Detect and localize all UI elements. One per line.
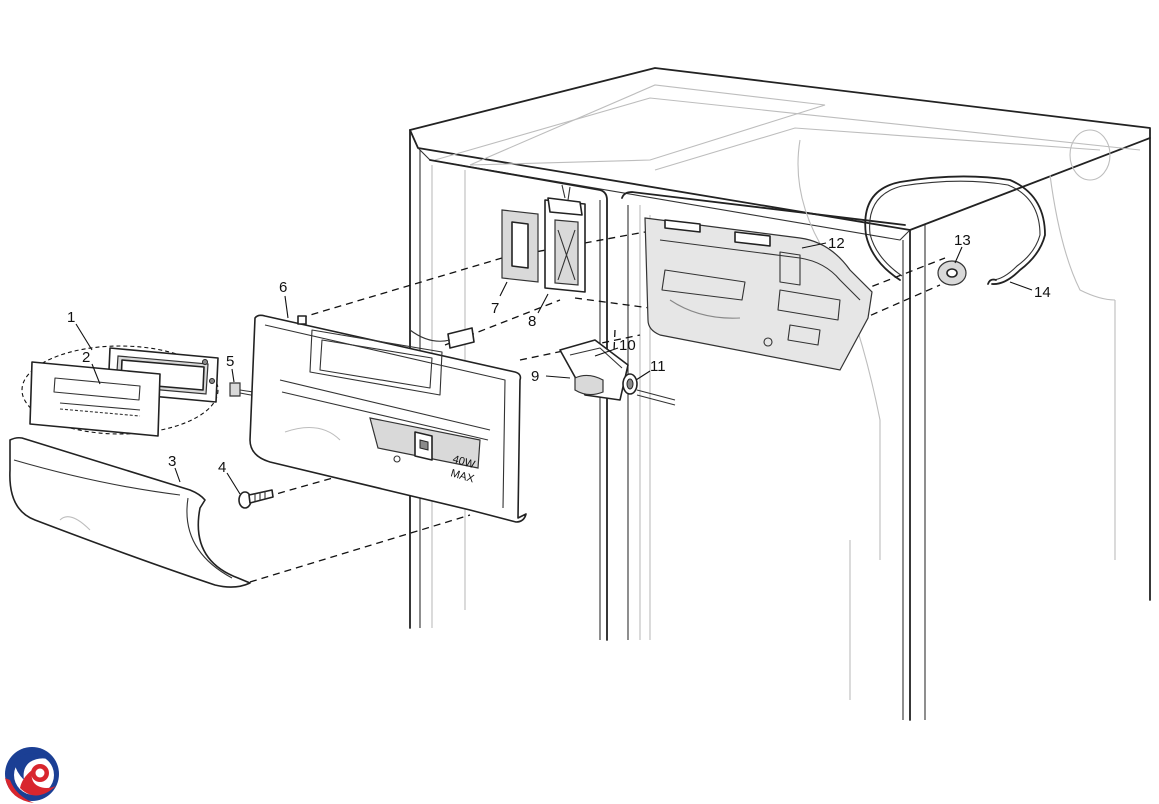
wire-harness [864,175,1046,285]
callout-3: 3 [168,453,176,470]
refrigerator-cabinet [409,67,1151,721]
callout-13: 13 [954,232,971,249]
callout-11: 11 [650,358,666,375]
callout-2: 2 [82,349,90,366]
callout-10: 10 [619,337,636,354]
door-switch [544,184,586,293]
sensor-gasket [501,209,539,283]
lamp-socket-assembly [559,339,676,406]
grommet-washer [937,260,967,286]
mounting-screw [238,489,274,509]
callout-labels: 1 2 3 4 5 6 7 8 9 10 11 12 13 14 [67,232,1051,476]
callout-6: 6 [279,279,287,296]
callout-12: 12 [828,235,845,252]
callout-5: 5 [226,353,234,370]
callout-4: 4 [218,459,226,476]
callout-9: 9 [531,368,539,385]
display-bezel-assembly [21,345,219,437]
callout-8: 8 [528,313,536,330]
callout-7: 7 [491,300,499,317]
callout-1: 1 [67,309,75,326]
light-lens-cover [9,436,251,588]
swirl-logo-icon [5,747,59,803]
callout-leader-lines [75,242,1033,495]
callout-14: 14 [1034,284,1051,301]
light-housing: 40W MAX [249,314,527,523]
control-housing [644,217,873,371]
